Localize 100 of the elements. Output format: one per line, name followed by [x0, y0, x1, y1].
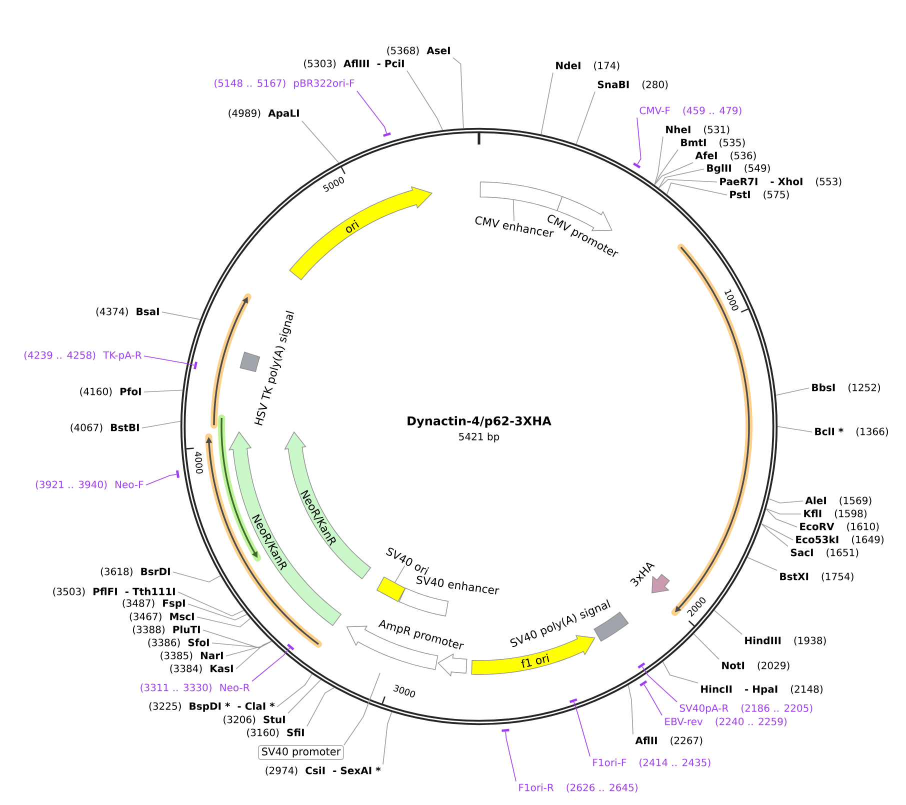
site-label: AleI (1569) [805, 496, 872, 506]
leader-line [714, 610, 742, 635]
leader-line [306, 687, 335, 727]
site-label: (3384) KasI [170, 664, 233, 674]
tick-label: 3000 [393, 684, 416, 698]
primer-label: (3311 .. 3330) Neo-R [140, 684, 250, 692]
site-label: (3386) SfoI [148, 638, 209, 648]
primer-label: (5148 .. 5167) pBR322ori-F [214, 79, 354, 89]
plasmid-size: 5421 bp [459, 432, 500, 442]
primer-label: (4239 .. 4258) TK-pA-R [24, 351, 142, 361]
primer-label: (3921 .. 3940) Neo-F [36, 480, 144, 490]
leader-line [146, 474, 177, 486]
site-label: (5368) AseI [387, 46, 450, 56]
leader-line [644, 684, 662, 716]
leader-line [212, 640, 272, 648]
primer-label: F1ori-F (2414 .. 2435) [593, 758, 710, 768]
site-label: (3388) PluTI [133, 626, 200, 634]
leader-line [766, 508, 802, 514]
site-label: (3618) BsrDI [100, 568, 170, 576]
site-label: (3487) FspI [122, 599, 185, 609]
primer-label: EBV-rev (2240 .. 2259) [665, 718, 786, 726]
site-label: SnaBI (280) [598, 80, 668, 90]
leader-line [512, 200, 514, 222]
site-label: NheI (531) [666, 126, 730, 134]
site-label: EcoRV (1610) [800, 522, 879, 532]
leader-line [288, 679, 322, 714]
site-label: NotI (2029) [722, 662, 790, 670]
site-label: NdeI (174) [556, 62, 620, 70]
leader-line [144, 356, 195, 366]
primer-label: CMV-F (459 .. 479) [640, 106, 742, 116]
site-label: (2974) CsiI - SexAI * [266, 766, 381, 776]
leader-line [356, 90, 387, 134]
plasmid-name: Dynactin-4/p62-3XHA [408, 416, 552, 428]
leader-line [172, 572, 221, 582]
primer-mark [569, 698, 578, 704]
site-label: (4989) ApaLI [228, 109, 299, 119]
primer-mark [632, 162, 641, 168]
site-label: (3503) PflFI - Tth111I [53, 588, 175, 596]
leader-line [658, 168, 704, 188]
site-label: (4160) PfoI [80, 388, 141, 396]
leader-line [162, 312, 201, 320]
feature-band: AmpR promoter [346, 620, 464, 670]
leader-line [302, 120, 340, 164]
site-label: (4067) BstBI [70, 424, 139, 432]
site-label: HincII - HpaI (2148) [701, 685, 822, 695]
site-label: AflII (2267) [635, 736, 702, 746]
leader-line [654, 149, 678, 186]
leader-line [573, 702, 590, 757]
primer-mark [287, 644, 294, 650]
leader-line [746, 556, 778, 571]
leader-line [178, 592, 244, 616]
node-label: HSV TK poly(A) signal [254, 310, 294, 426]
leader-line [576, 91, 596, 145]
leader-line [142, 420, 181, 428]
feature-box: HSV TK poly(A) signal [240, 310, 294, 426]
site-label: SacI (1651) [790, 548, 858, 558]
primer-mark [194, 362, 198, 370]
leader-line [658, 179, 718, 188]
leader-line [777, 426, 812, 432]
primer-mark [640, 680, 648, 686]
feature-tag: SV40 promoter [258, 745, 344, 760]
leader-line [452, 57, 464, 129]
feature-band [480, 182, 563, 212]
site-label: AfeI (536) [695, 152, 756, 160]
leader-line [252, 648, 290, 682]
leader-line [144, 390, 184, 392]
leader-line [768, 498, 804, 504]
leader-line [394, 565, 406, 583]
leader-line [202, 630, 272, 648]
leader-line [666, 182, 728, 196]
leader-line [276, 674, 312, 708]
primer-label: F1ori-R (2626 .. 2645) [519, 784, 638, 792]
leader-line [760, 523, 794, 540]
leader-line [636, 117, 642, 165]
leader-line [226, 640, 272, 656]
primer-mark [383, 132, 391, 137]
leader-line [382, 712, 392, 765]
site-label: (3160) SfiI [247, 728, 304, 738]
primer-mark [638, 662, 646, 669]
leader-line [540, 72, 554, 135]
site-label: BmtI (535) [681, 138, 745, 148]
leader-line [505, 731, 516, 782]
site-label: BstXI (1754) [780, 572, 854, 582]
site-label: BglII (549) [707, 164, 770, 174]
leader-line [693, 634, 720, 660]
leader-line [766, 508, 798, 528]
leader-line [628, 684, 634, 735]
node-label: SV40 enhancer [416, 576, 500, 594]
site-label: KflI (1598) [804, 510, 866, 518]
primer-label: SV40pA-R (2186 .. 2205) [680, 704, 812, 714]
feature-band [438, 653, 468, 677]
site-label: Eco53kI (1649) [796, 536, 884, 544]
primer-mark [502, 728, 510, 732]
site-label: PstI (575) [730, 190, 789, 200]
tick-label: 4000 [194, 452, 203, 474]
site-label: (4374) BsaI [96, 308, 159, 316]
leader-line [344, 672, 380, 746]
site-label: BclI * (1366) [815, 428, 888, 436]
leader-line [654, 136, 664, 186]
site-label: HindIII (1938) [745, 636, 826, 646]
